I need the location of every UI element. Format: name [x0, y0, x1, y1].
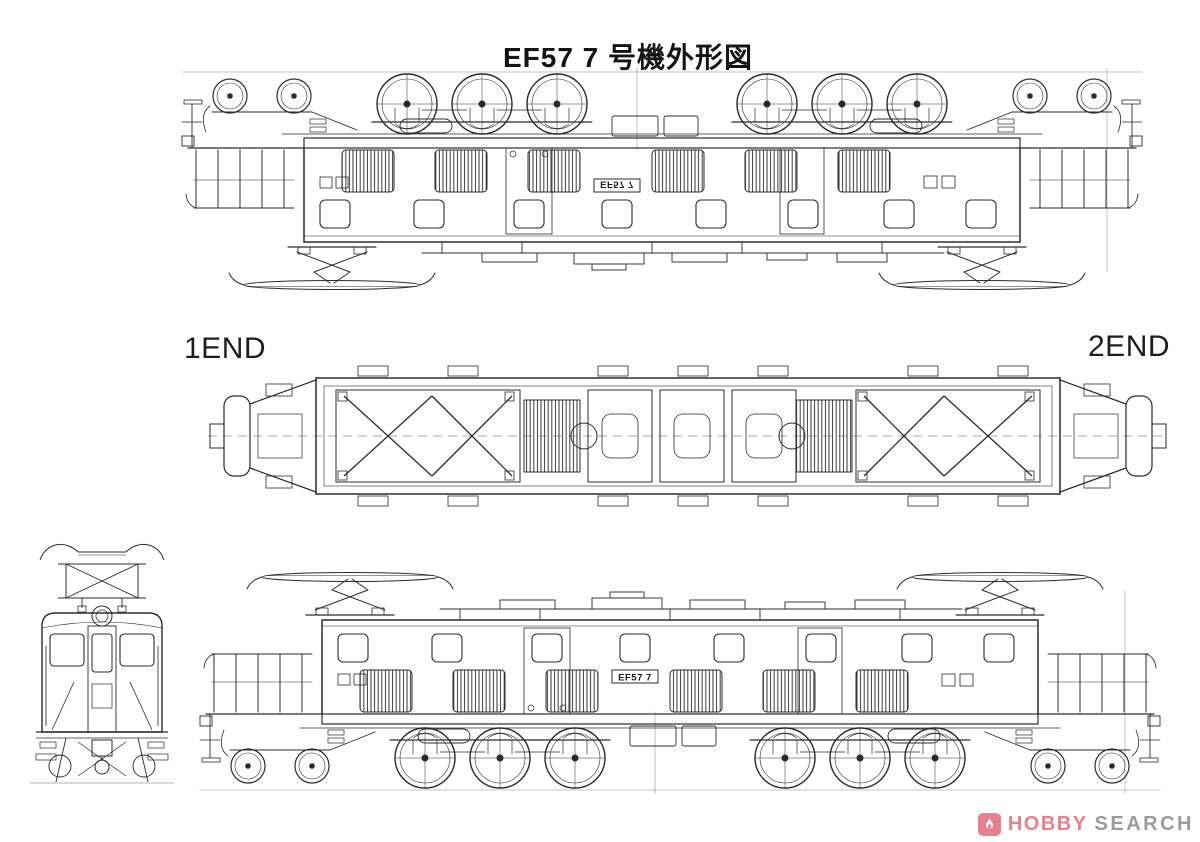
- front-pantograph: [39, 544, 165, 613]
- side-view-mirrored: [182, 68, 1142, 290]
- page-title: EF57 7 号機外形図: [502, 42, 754, 73]
- plan-roof-hatches: [570, 389, 806, 483]
- end-label-1: 1END: [184, 332, 267, 365]
- plan-view: [208, 365, 1168, 507]
- plan-end-right: [1059, 379, 1167, 493]
- end-label-2: 2END: [1088, 330, 1171, 363]
- side-view: [200, 573, 1160, 795]
- watermark-brand-secondary: SEARCH: [1094, 813, 1194, 835]
- front-body: [41, 612, 163, 733]
- plan-edge-vents: [357, 365, 1029, 507]
- plan-end-left: [209, 379, 317, 493]
- front-pilot: [30, 731, 174, 784]
- flame-icon: [977, 813, 1001, 836]
- watermark-brand: HOBBY: [1007, 813, 1088, 835]
- watermark: HOBBY SEARCH: [977, 813, 1194, 836]
- plan-pantograph-1: [335, 389, 581, 483]
- plan-body: [315, 377, 1061, 495]
- headlight: [91, 605, 113, 627]
- front-view: [30, 544, 174, 784]
